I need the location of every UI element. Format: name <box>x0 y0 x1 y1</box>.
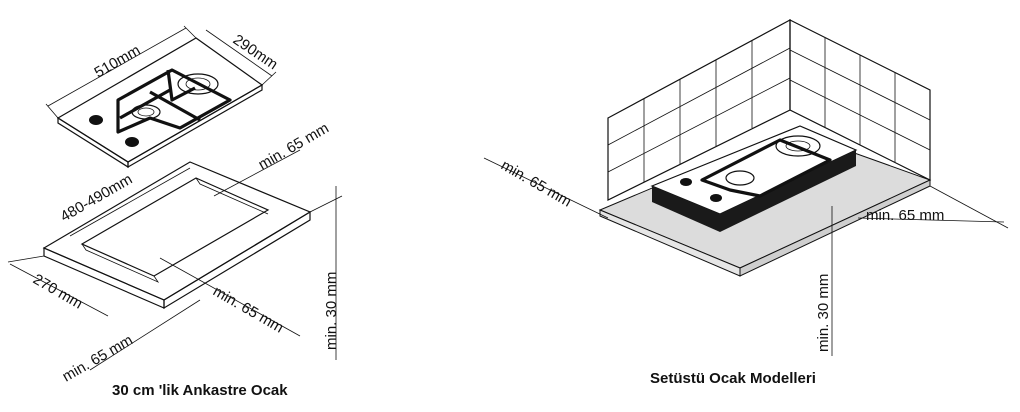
hob-grate <box>116 68 232 134</box>
caption-freestanding: Setüstü Ocak Modelleri <box>650 370 816 387</box>
dim-side-right: min. 65 mm <box>210 283 286 337</box>
dim-width: 510mm <box>92 42 144 82</box>
dim-clearance-left: min. 65 mm <box>498 157 574 211</box>
caption-built-in: 30 cm 'lik Ankastre Ocak <box>112 382 288 399</box>
dim-cutout-depth: 270 mm <box>30 271 85 313</box>
tabletop-hob <box>650 125 858 232</box>
dim-height-right: min. 30 mm <box>815 274 832 352</box>
freestanding-setup: min. 65 mm min. 65 mm min. 30 mm <box>483 18 1009 356</box>
burner-large <box>177 73 219 95</box>
dim-side-top: min. 65 mm <box>256 120 332 174</box>
dim-height-left: min. 30 mm <box>323 272 340 350</box>
burner-small <box>131 104 161 120</box>
wall-tiles-left <box>607 40 791 182</box>
dim-clearance-right: min. 65 mm <box>866 207 944 224</box>
wall-tiles-right <box>789 38 931 162</box>
built-in-hob: 510mm 290mm 480-490mm 270 mm min. 65 mm … <box>7 25 343 386</box>
control-knobs <box>89 115 139 147</box>
dim-side-bottom: min. 65 mm <box>60 332 136 386</box>
